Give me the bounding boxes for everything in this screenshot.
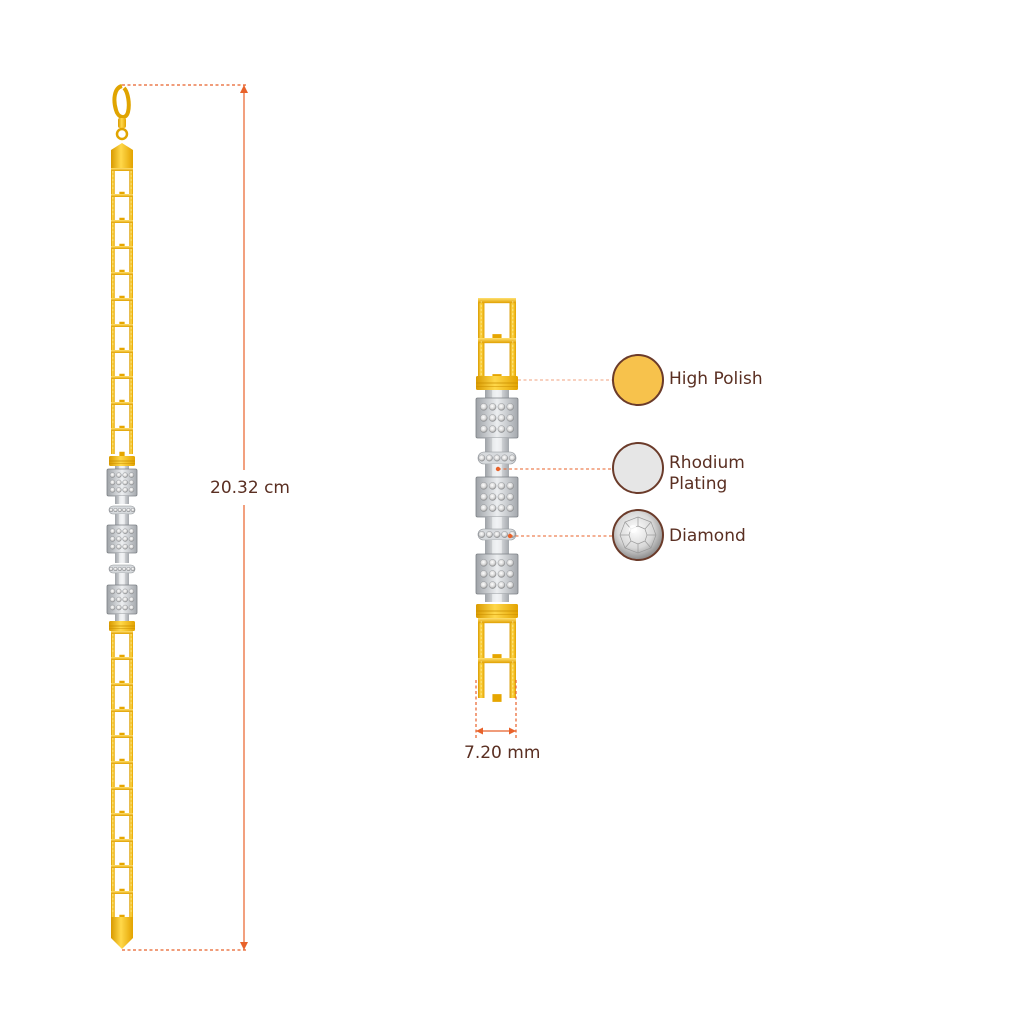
rhodium-plating-label: Rhodium Plating <box>669 453 745 494</box>
gold-link <box>111 220 133 249</box>
leader-dots <box>495 466 513 539</box>
gold-link <box>111 350 133 379</box>
gold-link <box>111 709 133 738</box>
lobster-clasp <box>112 84 131 141</box>
gold-bar <box>476 376 518 390</box>
gold-link <box>111 813 133 842</box>
diamond-pave-block <box>106 468 138 497</box>
length-arrows <box>240 85 248 950</box>
diamond-bar <box>108 505 136 515</box>
gold-bar <box>109 621 135 631</box>
rhodium-connector <box>485 438 509 452</box>
high-polish-label: High Polish <box>669 369 763 389</box>
gold-swatch <box>612 354 664 406</box>
width-label: 7.20 mm <box>464 743 541 763</box>
rhodium-connector <box>115 614 129 622</box>
gold-bar <box>476 604 518 618</box>
closeup-bracelet <box>475 298 519 702</box>
diamond-pave-block <box>475 553 519 595</box>
gold-link <box>111 865 133 894</box>
full-bracelet <box>106 84 138 949</box>
width-arrows <box>476 727 516 735</box>
gold-link <box>478 338 516 382</box>
gold-link <box>111 683 133 712</box>
diamond-bar <box>477 528 517 541</box>
material-leaders <box>498 379 613 537</box>
diamond-pave-block <box>106 524 138 554</box>
diamond-swatch <box>612 509 664 561</box>
bottom-end-cap <box>111 917 133 949</box>
diamond-pave-block <box>475 397 519 439</box>
gold-link <box>111 787 133 816</box>
rhodium-connector <box>485 464 509 478</box>
length-label: 20.32 cm <box>210 478 290 498</box>
gold-link <box>111 246 133 275</box>
gold-link <box>111 631 133 660</box>
gold-bar <box>109 456 135 466</box>
rhodium-connector <box>115 573 129 585</box>
gold-link <box>111 272 133 301</box>
rhodium-connector <box>115 553 129 563</box>
top-end-cap <box>111 143 133 168</box>
diamond-bar <box>477 451 517 465</box>
gold-link <box>111 761 133 790</box>
gold-link <box>111 194 133 223</box>
rhodium-connector <box>485 390 509 398</box>
gold-link <box>111 428 133 457</box>
diamond-pave-block <box>106 584 138 615</box>
gold-link <box>111 735 133 764</box>
rhodium-connector <box>485 517 509 529</box>
gold-link <box>111 657 133 686</box>
gold-link <box>111 402 133 431</box>
rhodium-connector <box>485 540 509 554</box>
gold-link <box>478 298 516 342</box>
length-dimension <box>122 84 246 951</box>
gold-link <box>111 168 133 197</box>
diamond-label: Diamond <box>669 526 746 546</box>
gold-link <box>111 376 133 405</box>
gold-link <box>478 658 516 702</box>
gold-link <box>111 891 133 920</box>
rhodium-connector <box>115 496 129 504</box>
gold-link <box>111 839 133 868</box>
gold-link <box>111 324 133 353</box>
diamond-pave-block <box>475 476 519 518</box>
rhodium-connector <box>485 594 509 602</box>
diamond-bar <box>108 564 136 574</box>
gold-link <box>478 618 516 662</box>
rhodium-swatch <box>612 442 664 494</box>
gold-link <box>111 298 133 327</box>
rhodium-connector <box>115 514 129 526</box>
